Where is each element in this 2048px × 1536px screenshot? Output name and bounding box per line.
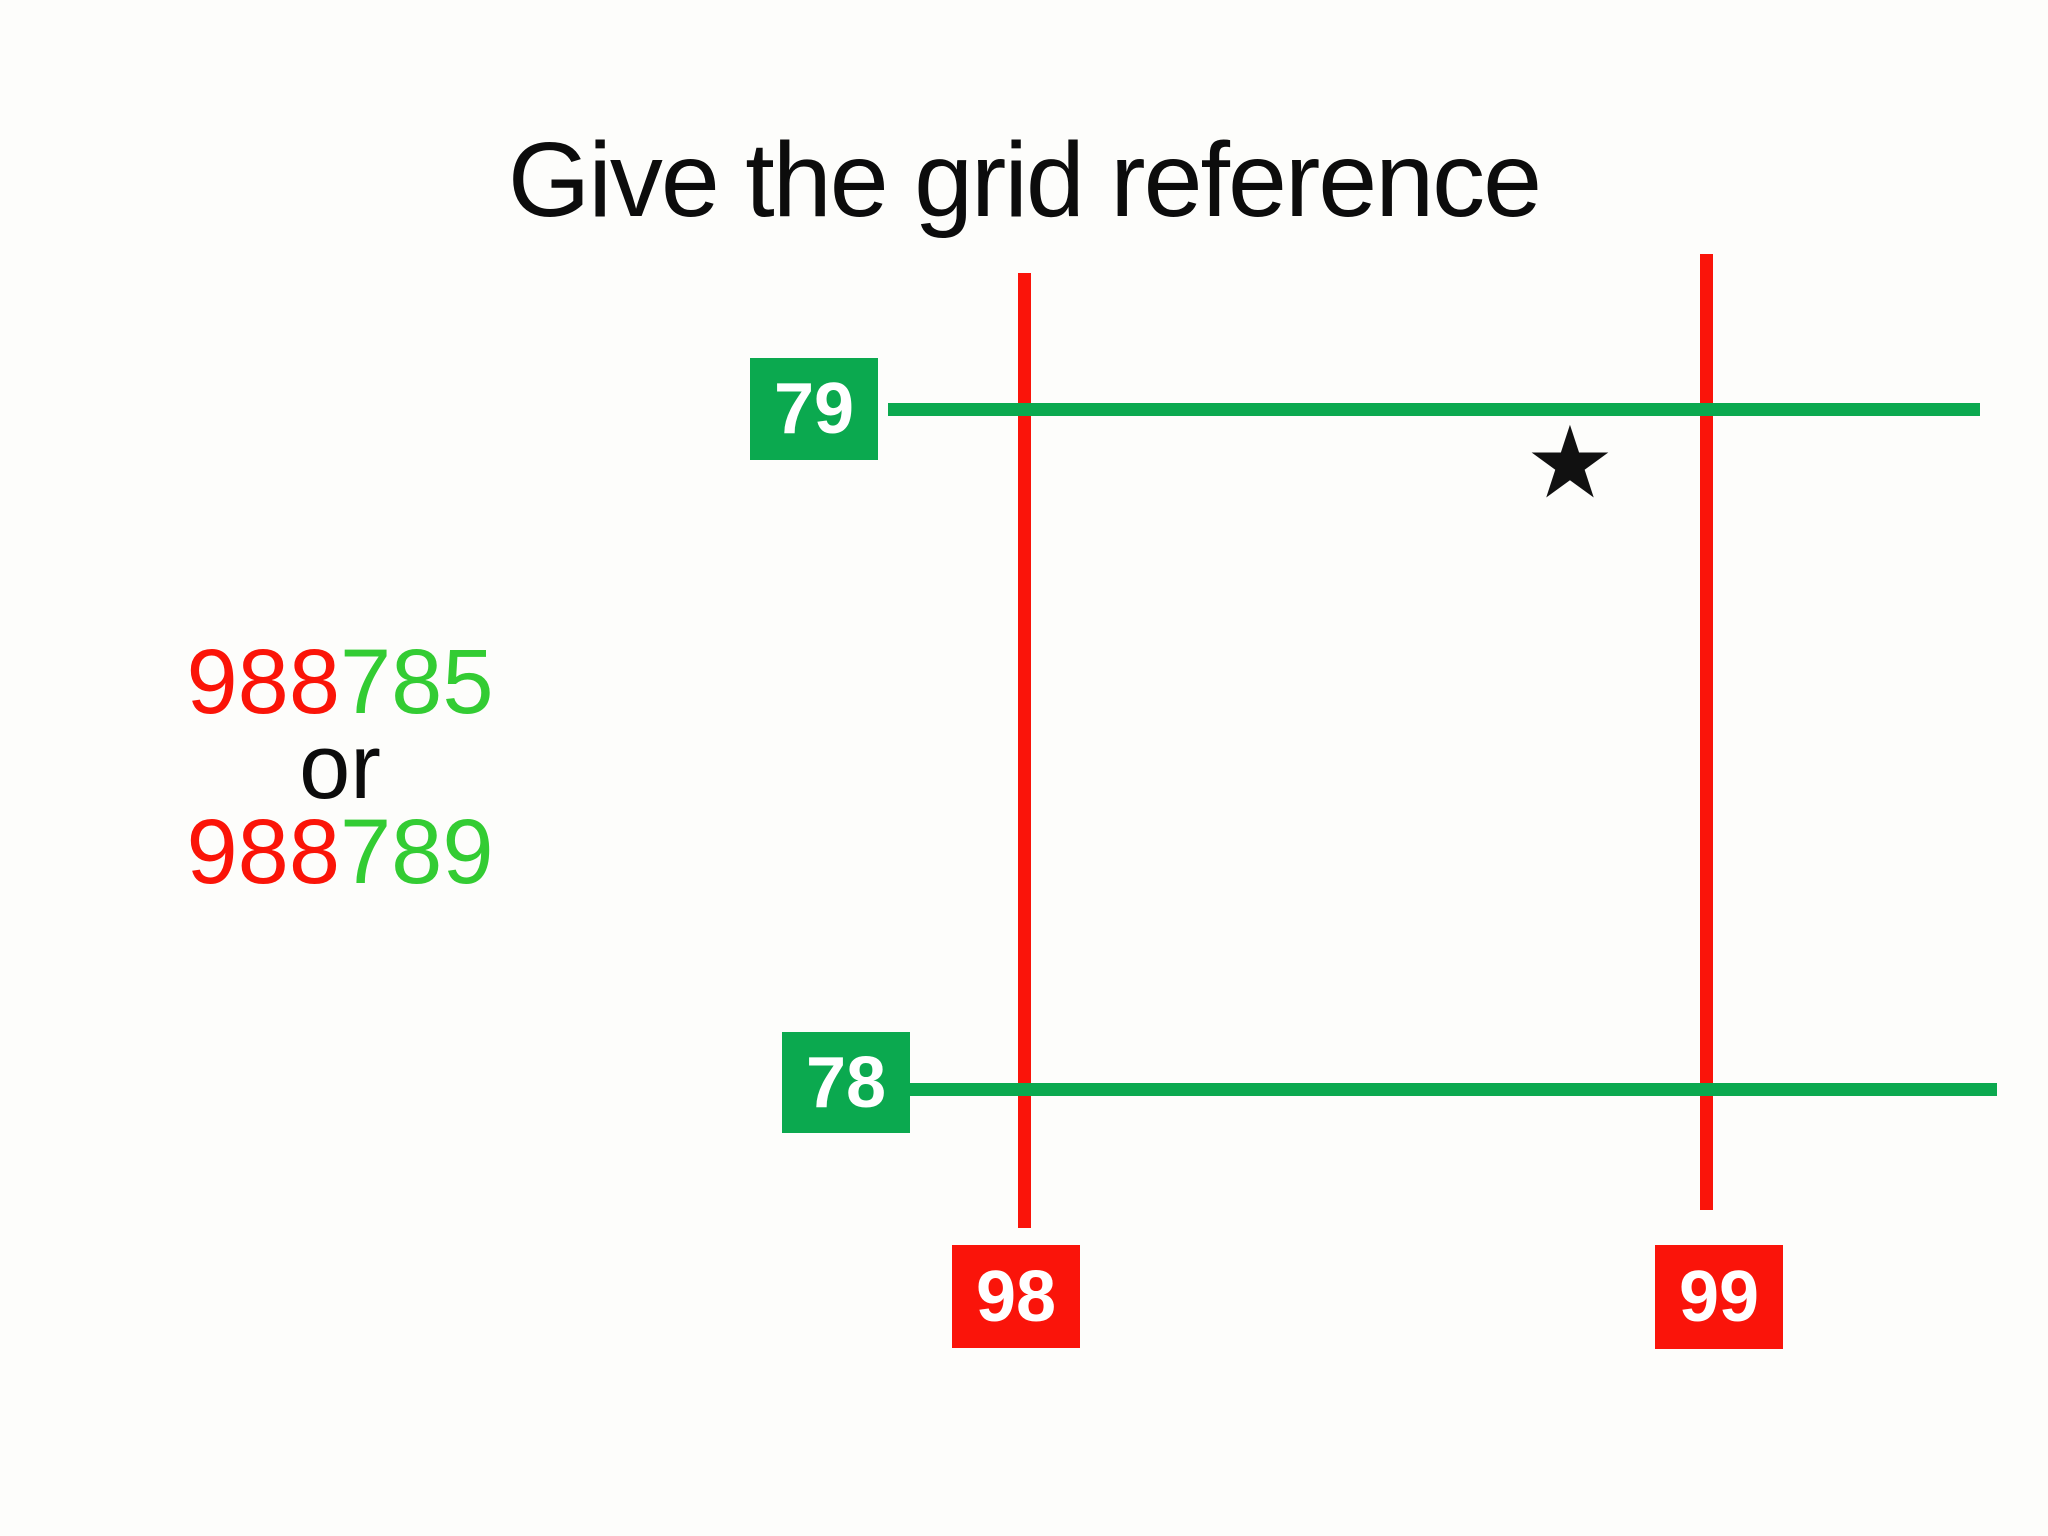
answer-option-1: 988785 [125,636,555,728]
easting-label-99: 99 [1655,1245,1783,1349]
northing-line-79 [888,403,1980,416]
answer1-northing-digits: 785 [340,631,494,733]
answer2-northing-digits: 789 [340,801,494,903]
answer2-easting-digits: 988 [186,801,341,903]
easting-line-98 [1018,273,1031,1228]
star-marker-icon: ★ [1525,407,1615,519]
answer1-easting-digits: 988 [186,631,341,733]
slide-title: Give the grid reference [507,121,1542,239]
northing-line-78 [910,1083,1997,1096]
easting-label-98: 98 [952,1245,1080,1348]
answer-separator: or [299,716,381,818]
answer-option-2: 988789 [125,806,555,898]
northing-label-78: 78 [782,1032,910,1133]
northing-label-79: 79 [750,358,878,460]
answer-block: 988785 or 988789 [125,636,555,898]
easting-line-99 [1700,254,1713,1210]
